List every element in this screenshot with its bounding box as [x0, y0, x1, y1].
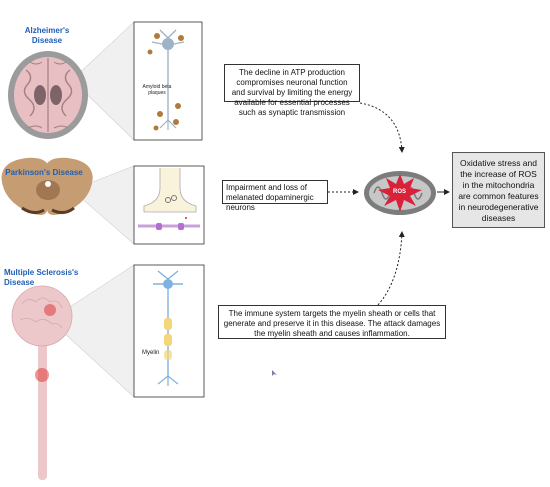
synapse-illustration: [138, 168, 200, 230]
atp-decline-box: The decline in ATP production compromise…: [224, 64, 360, 117]
myelin-label: Myelin: [142, 350, 160, 356]
parkinson-midbrain-illustration: [1, 157, 93, 215]
arrow-atp-to-ros: [359, 102, 405, 153]
multiple-sclerosis-label: Multiple Sclerosis's Disease: [4, 268, 79, 287]
amyloid-neuron-illustration: [147, 29, 185, 131]
alzheimer-brain-illustration: [8, 51, 88, 139]
ros-label: ROS: [393, 189, 407, 195]
ms-brain-spinal-cord-illustration: [11, 285, 73, 480]
immune-myelin-box: The immune system targets the myelin she…: [218, 305, 446, 339]
parkinsons-label: Parkinson's Disease: [5, 168, 83, 177]
dopaminergic-loss-box: Impairment and loss of melanated dopamin…: [222, 180, 328, 212]
arrow-immune-to-ros: [377, 231, 405, 306]
ms-zoom-panel: [133, 264, 205, 398]
alzheimers-label: Alzheimer's Disease: [24, 26, 70, 45]
cursor-icon: [272, 370, 277, 376]
summary-box: Oxidative stress and the increase of ROS…: [452, 152, 545, 228]
myelinated-neuron-illustration: [153, 270, 183, 386]
amyloid-plaques-label: Amyloid beta plaques: [142, 84, 172, 96]
mitochondrion-ros-illustration: [364, 171, 436, 215]
